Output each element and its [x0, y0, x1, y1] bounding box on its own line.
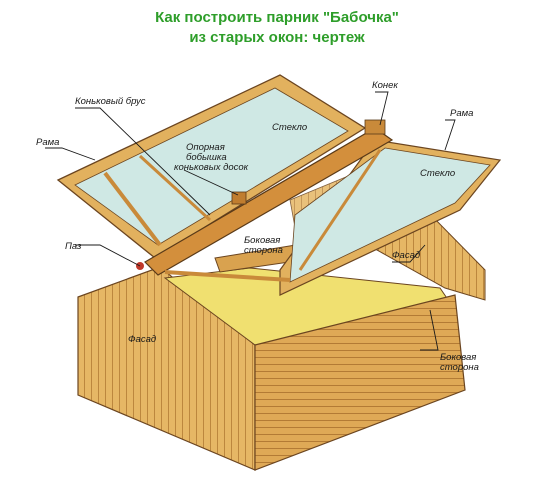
prop-stick [164, 270, 291, 282]
title-line-1: Как построить парник "Бабочка" [155, 9, 399, 26]
label-support-line1: Опорная [186, 142, 225, 153]
label-side-lower-line2: сторона [440, 362, 479, 373]
left-window-glass [74, 87, 349, 246]
label-glass-right: Стекло [420, 168, 455, 179]
label-support-line2: бобышка [186, 152, 227, 163]
label-side-upper-line2: сторона [244, 245, 283, 256]
label-facade-left: Фасад [128, 334, 156, 345]
label-ridge-beam: Коньковый брус [75, 96, 146, 107]
label-support-line3: коньковых досок [174, 162, 249, 173]
label-frame-right: Рама [450, 108, 473, 119]
label-groove: Паз [65, 241, 82, 252]
diagram-title: Как построить парник "Бабочка" из старых… [0, 8, 554, 48]
label-ridge: Конек [372, 80, 398, 91]
label-frame-left: Рама [36, 137, 59, 148]
front-side-wall [254, 294, 466, 471]
label-glass-left: Стекло [272, 122, 307, 133]
label-facade-right: Фасад [392, 250, 420, 261]
ridge-beam [144, 127, 394, 276]
ridge-cap [364, 119, 386, 135]
label-side-upper-line1: Боковая [244, 235, 280, 246]
label-side-lower-line1: Боковая [440, 352, 476, 363]
leader-lines [45, 91, 456, 351]
right-window-glass [289, 147, 491, 283]
title-line-2: из старых окон: чертеж [189, 29, 365, 46]
ridge-support-block [231, 191, 247, 205]
